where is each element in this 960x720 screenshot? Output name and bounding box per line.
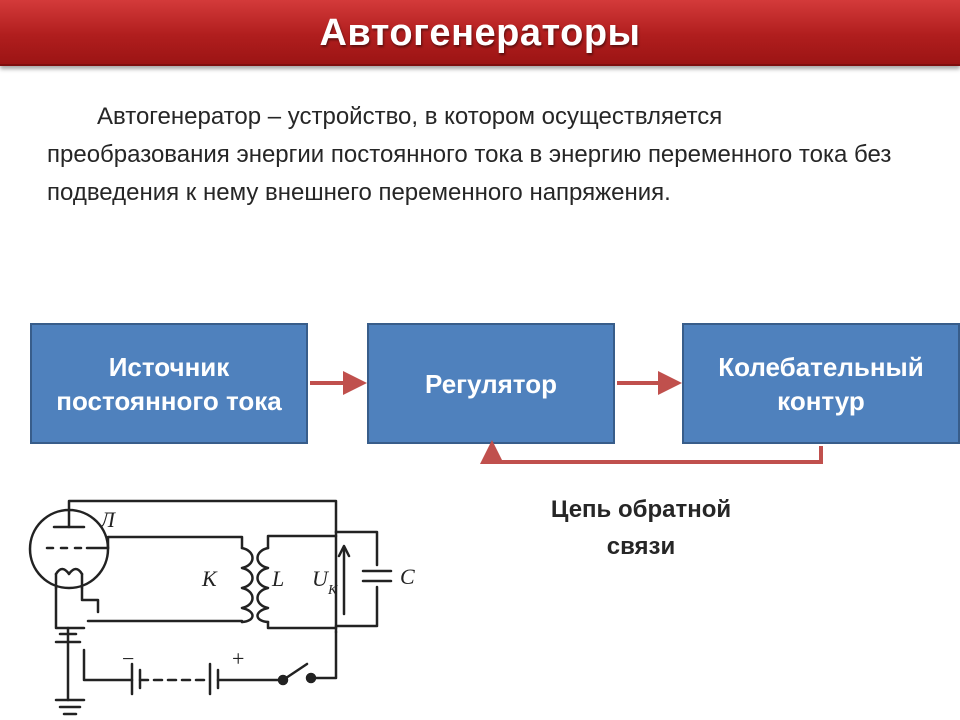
block-regulator-label: Регулятор [425,368,557,399]
battery-plus-label: + [232,646,244,671]
coupling-coil-label: K [201,566,218,591]
block-dc-source-label: Источник постоянного тока [56,351,282,416]
inductor-coil-icon [256,546,270,624]
battery-minus-label: − [122,646,134,671]
feedback-loop-label: Цепь обратной связи [550,496,732,560]
switch-icon [281,662,309,682]
voltage-subscript: K [327,583,338,598]
slide-title: Автогенераторы [319,12,641,54]
voltage-label: U [312,566,330,591]
block-oscillating-circuit-label: Колебательный контур [718,351,924,416]
definition-text: Автогенератор – устройство, в котором ос… [47,103,892,206]
tube-label: Л [99,507,116,532]
block-regulator: Регулятор [367,323,615,444]
block-oscillating-circuit: Колебательный контур [682,323,960,444]
block-dc-source: Источник постоянного тока [30,323,308,444]
inductor-label: L [271,566,284,591]
capacitor-label: C [400,564,415,589]
coupling-coil-icon [240,546,254,624]
feedback-loop-arrow [480,440,823,464]
title-bar: Автогенераторы [0,0,960,66]
